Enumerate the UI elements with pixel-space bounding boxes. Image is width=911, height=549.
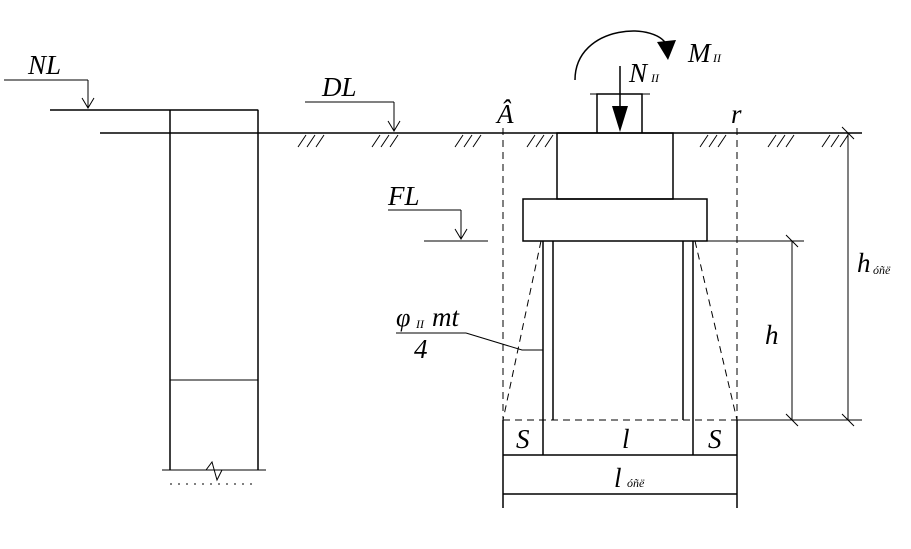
dl-label: DL	[321, 72, 357, 102]
fl-label: FL	[387, 181, 420, 211]
column-cap	[590, 66, 650, 133]
moment-arc	[574, 30, 676, 81]
force-arrow-head	[612, 106, 628, 132]
dl-level-marker: DL	[305, 72, 401, 132]
m-moment-label: M	[687, 38, 712, 68]
h-dimension: h	[693, 234, 804, 427]
b-mark-label: Â	[495, 99, 514, 129]
r-mark-label: r	[731, 99, 742, 129]
n-force-sub: II	[650, 71, 660, 85]
h-total-dimension: h óñë	[737, 126, 891, 427]
ground-hatching	[297, 134, 849, 148]
pile-left	[542, 241, 554, 420]
svg-text:II: II	[415, 317, 425, 331]
nl-level-marker: NL	[4, 50, 258, 111]
svg-text:φ: φ	[396, 303, 410, 332]
svg-text:4: 4	[414, 334, 428, 364]
pile-cap	[522, 198, 708, 242]
soil-column	[162, 109, 266, 485]
conditional-foundation-outline	[502, 128, 738, 421]
svg-text:mt: mt	[432, 302, 460, 332]
nl-label: NL	[27, 50, 61, 80]
h-label: h	[765, 320, 779, 350]
s-right-label: S	[708, 424, 722, 454]
l-mid-label: l	[622, 424, 630, 454]
pedestal	[556, 132, 674, 200]
n-force-label: N	[628, 58, 649, 88]
pile-right	[682, 241, 694, 420]
h-total-label: h	[857, 248, 871, 278]
m-moment-sub: II	[712, 51, 722, 65]
bottom-dimension-box	[502, 420, 738, 508]
moment-arrow-head	[657, 40, 676, 60]
l-total-label: l	[614, 463, 622, 493]
fl-level-marker: FL	[387, 181, 488, 242]
l-total-sub: óñë	[627, 476, 645, 490]
friction-angle-label: φ II mt 4	[396, 302, 543, 364]
s-left-label: S	[516, 424, 530, 454]
h-total-sub: óñë	[873, 263, 891, 277]
